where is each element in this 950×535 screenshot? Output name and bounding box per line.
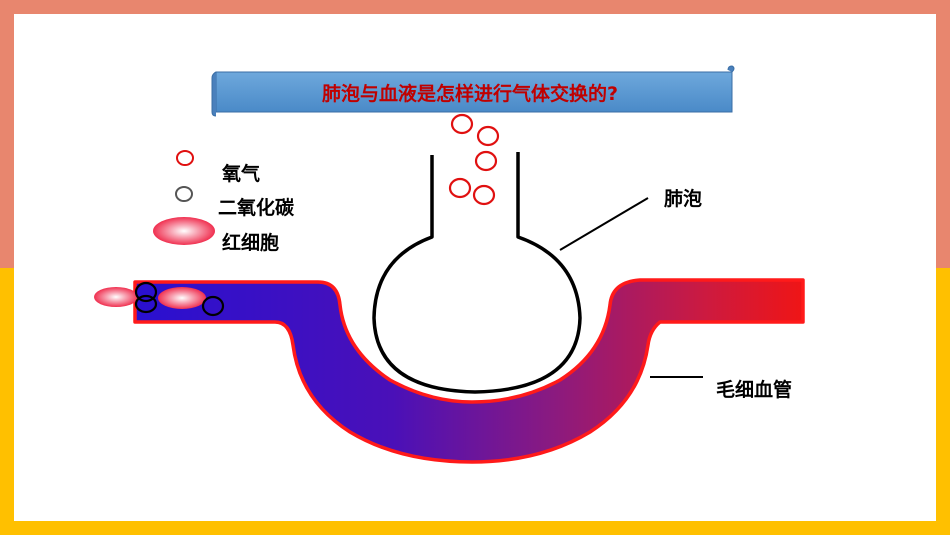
oxygen-molecule xyxy=(450,113,474,135)
legend-red-blood-cell-label: 红细胞 xyxy=(222,231,279,254)
legend-carbon-dioxide-label: 二氧化碳 xyxy=(218,196,295,219)
vessel-contents xyxy=(94,281,225,317)
title-banner: 肺泡与血液是怎样进行气体交换的? xyxy=(211,65,735,117)
legend-red-blood-cell-symbol xyxy=(153,217,215,245)
oxygen-molecule xyxy=(476,125,500,147)
oxygen-molecule xyxy=(448,177,472,199)
red-blood-cell xyxy=(94,287,138,307)
legend-oxygen-label: 氧气 xyxy=(222,162,260,185)
red-blood-cell xyxy=(158,287,206,309)
oxygen-bubbles xyxy=(448,113,500,206)
legend-oxygen-symbol xyxy=(176,150,194,166)
oxygen-molecule xyxy=(474,150,498,172)
legend-carbon-dioxide-symbol xyxy=(175,186,193,202)
legend: 氧气 二氧化碳 红细胞 xyxy=(153,150,295,254)
alveolus-label: 肺泡 xyxy=(664,187,702,210)
page-title: 肺泡与血液是怎样进行气体交换的? xyxy=(322,82,618,105)
alveolus-leader-line xyxy=(559,197,649,251)
alveolus xyxy=(372,152,582,394)
carbon-dioxide-molecule xyxy=(134,294,158,314)
oxygen-molecule xyxy=(472,184,496,206)
capillary-label: 毛细血管 xyxy=(716,378,792,401)
capillary-vessel xyxy=(133,278,805,464)
carbon-dioxide-molecule xyxy=(134,281,158,303)
carbon-dioxide-molecule xyxy=(201,295,225,317)
